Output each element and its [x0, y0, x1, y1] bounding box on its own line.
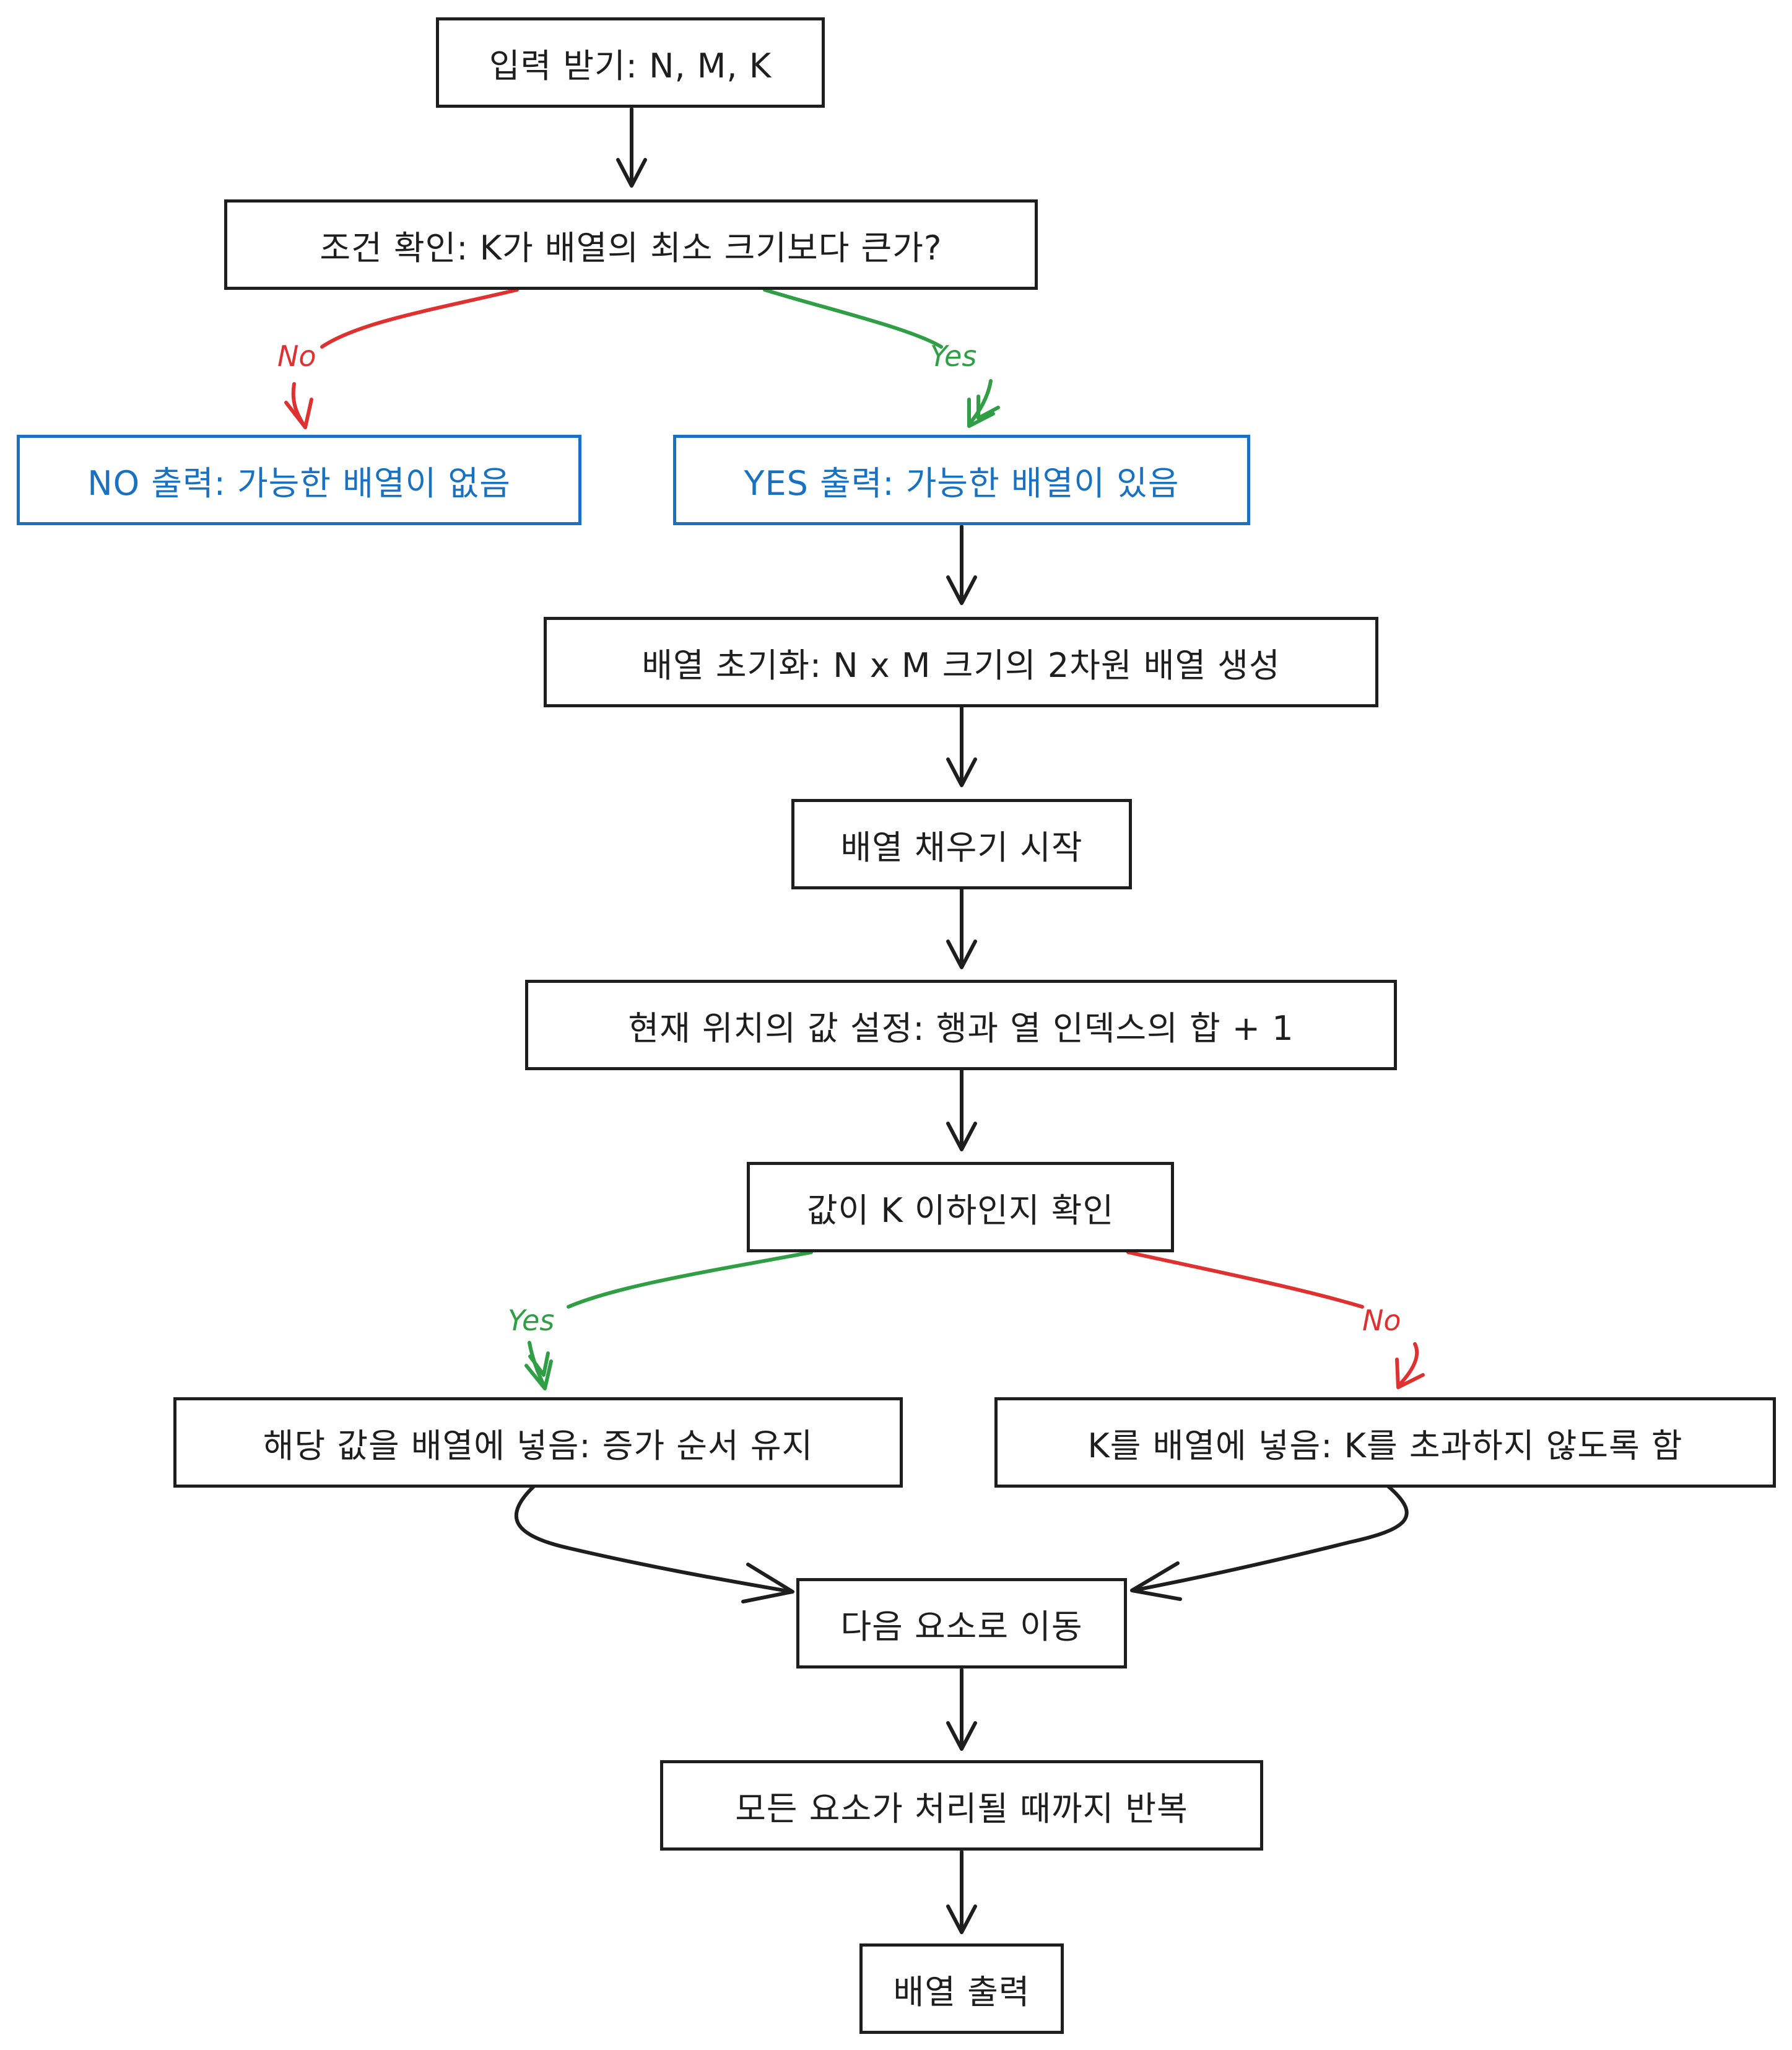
edge-label-condition-yes: Yes	[930, 339, 977, 373]
arrow-value-no-lower	[1396, 1342, 1419, 1388]
node-check-condition: 조건 확인: K가 배열의 최소 크기보다 큰가?	[224, 199, 1038, 290]
arrowhead	[284, 398, 313, 429]
node-check-value: 값이 K 이하인지 확인	[747, 1162, 1174, 1252]
edge-label-value-no: No	[1362, 1304, 1401, 1337]
arrowhead	[1395, 1358, 1425, 1389]
arrow-cond-yes	[763, 288, 943, 349]
arrowhead	[967, 398, 995, 428]
arrowhead	[946, 940, 977, 969]
node-output-yes: YES 출력: 가능한 배열이 있음	[673, 435, 1250, 525]
node-init-array: 배열 초기화: N x M 크기의 2차원 배열 생성	[544, 617, 1378, 707]
node-put-k: K를 배열에 넣음: K를 초과하지 않도록 함	[994, 1397, 1776, 1488]
arrow-put-k-to-next	[1131, 1485, 1409, 1592]
arrowhead	[616, 158, 647, 188]
node-repeat: 모든 요소가 처리될 때까지 반복	[660, 1760, 1263, 1851]
arrowhead	[946, 575, 977, 605]
arrowhead	[946, 757, 977, 787]
arrowhead	[1130, 1561, 1182, 1601]
arrowhead	[524, 1359, 553, 1390]
arrow-put-value-to-next	[514, 1485, 793, 1594]
arrowhead	[946, 1904, 977, 1934]
edge-label-condition-no: No	[277, 339, 316, 373]
arrow-value-yes	[567, 1250, 813, 1309]
arrowhead	[946, 1721, 977, 1751]
node-put-value: 해당 값을 배열에 넣음: 증가 순서 유지	[173, 1397, 903, 1488]
arrow-cond-no	[320, 288, 519, 349]
node-output-no: NO 출력: 가능한 배열이 없음	[17, 435, 581, 525]
node-set-value: 현재 위치의 값 설정: 행과 열 인덱스의 합 + 1	[525, 980, 1397, 1070]
arrow-cond-yes-lower	[967, 379, 993, 426]
arrowhead-double	[976, 395, 1000, 420]
node-next-element: 다음 요소로 이동	[796, 1578, 1127, 1668]
node-start-fill: 배열 채우기 시작	[791, 799, 1132, 889]
arrow-value-no	[1126, 1250, 1364, 1309]
arrowhead	[946, 1122, 977, 1151]
edge-label-value-yes: Yes	[508, 1304, 555, 1337]
arrowhead-double	[528, 1351, 550, 1377]
node-print-array: 배열 출력	[859, 1943, 1064, 2034]
arrowhead	[741, 1563, 794, 1603]
node-input: 입력 받기: N, M, K	[436, 17, 825, 108]
